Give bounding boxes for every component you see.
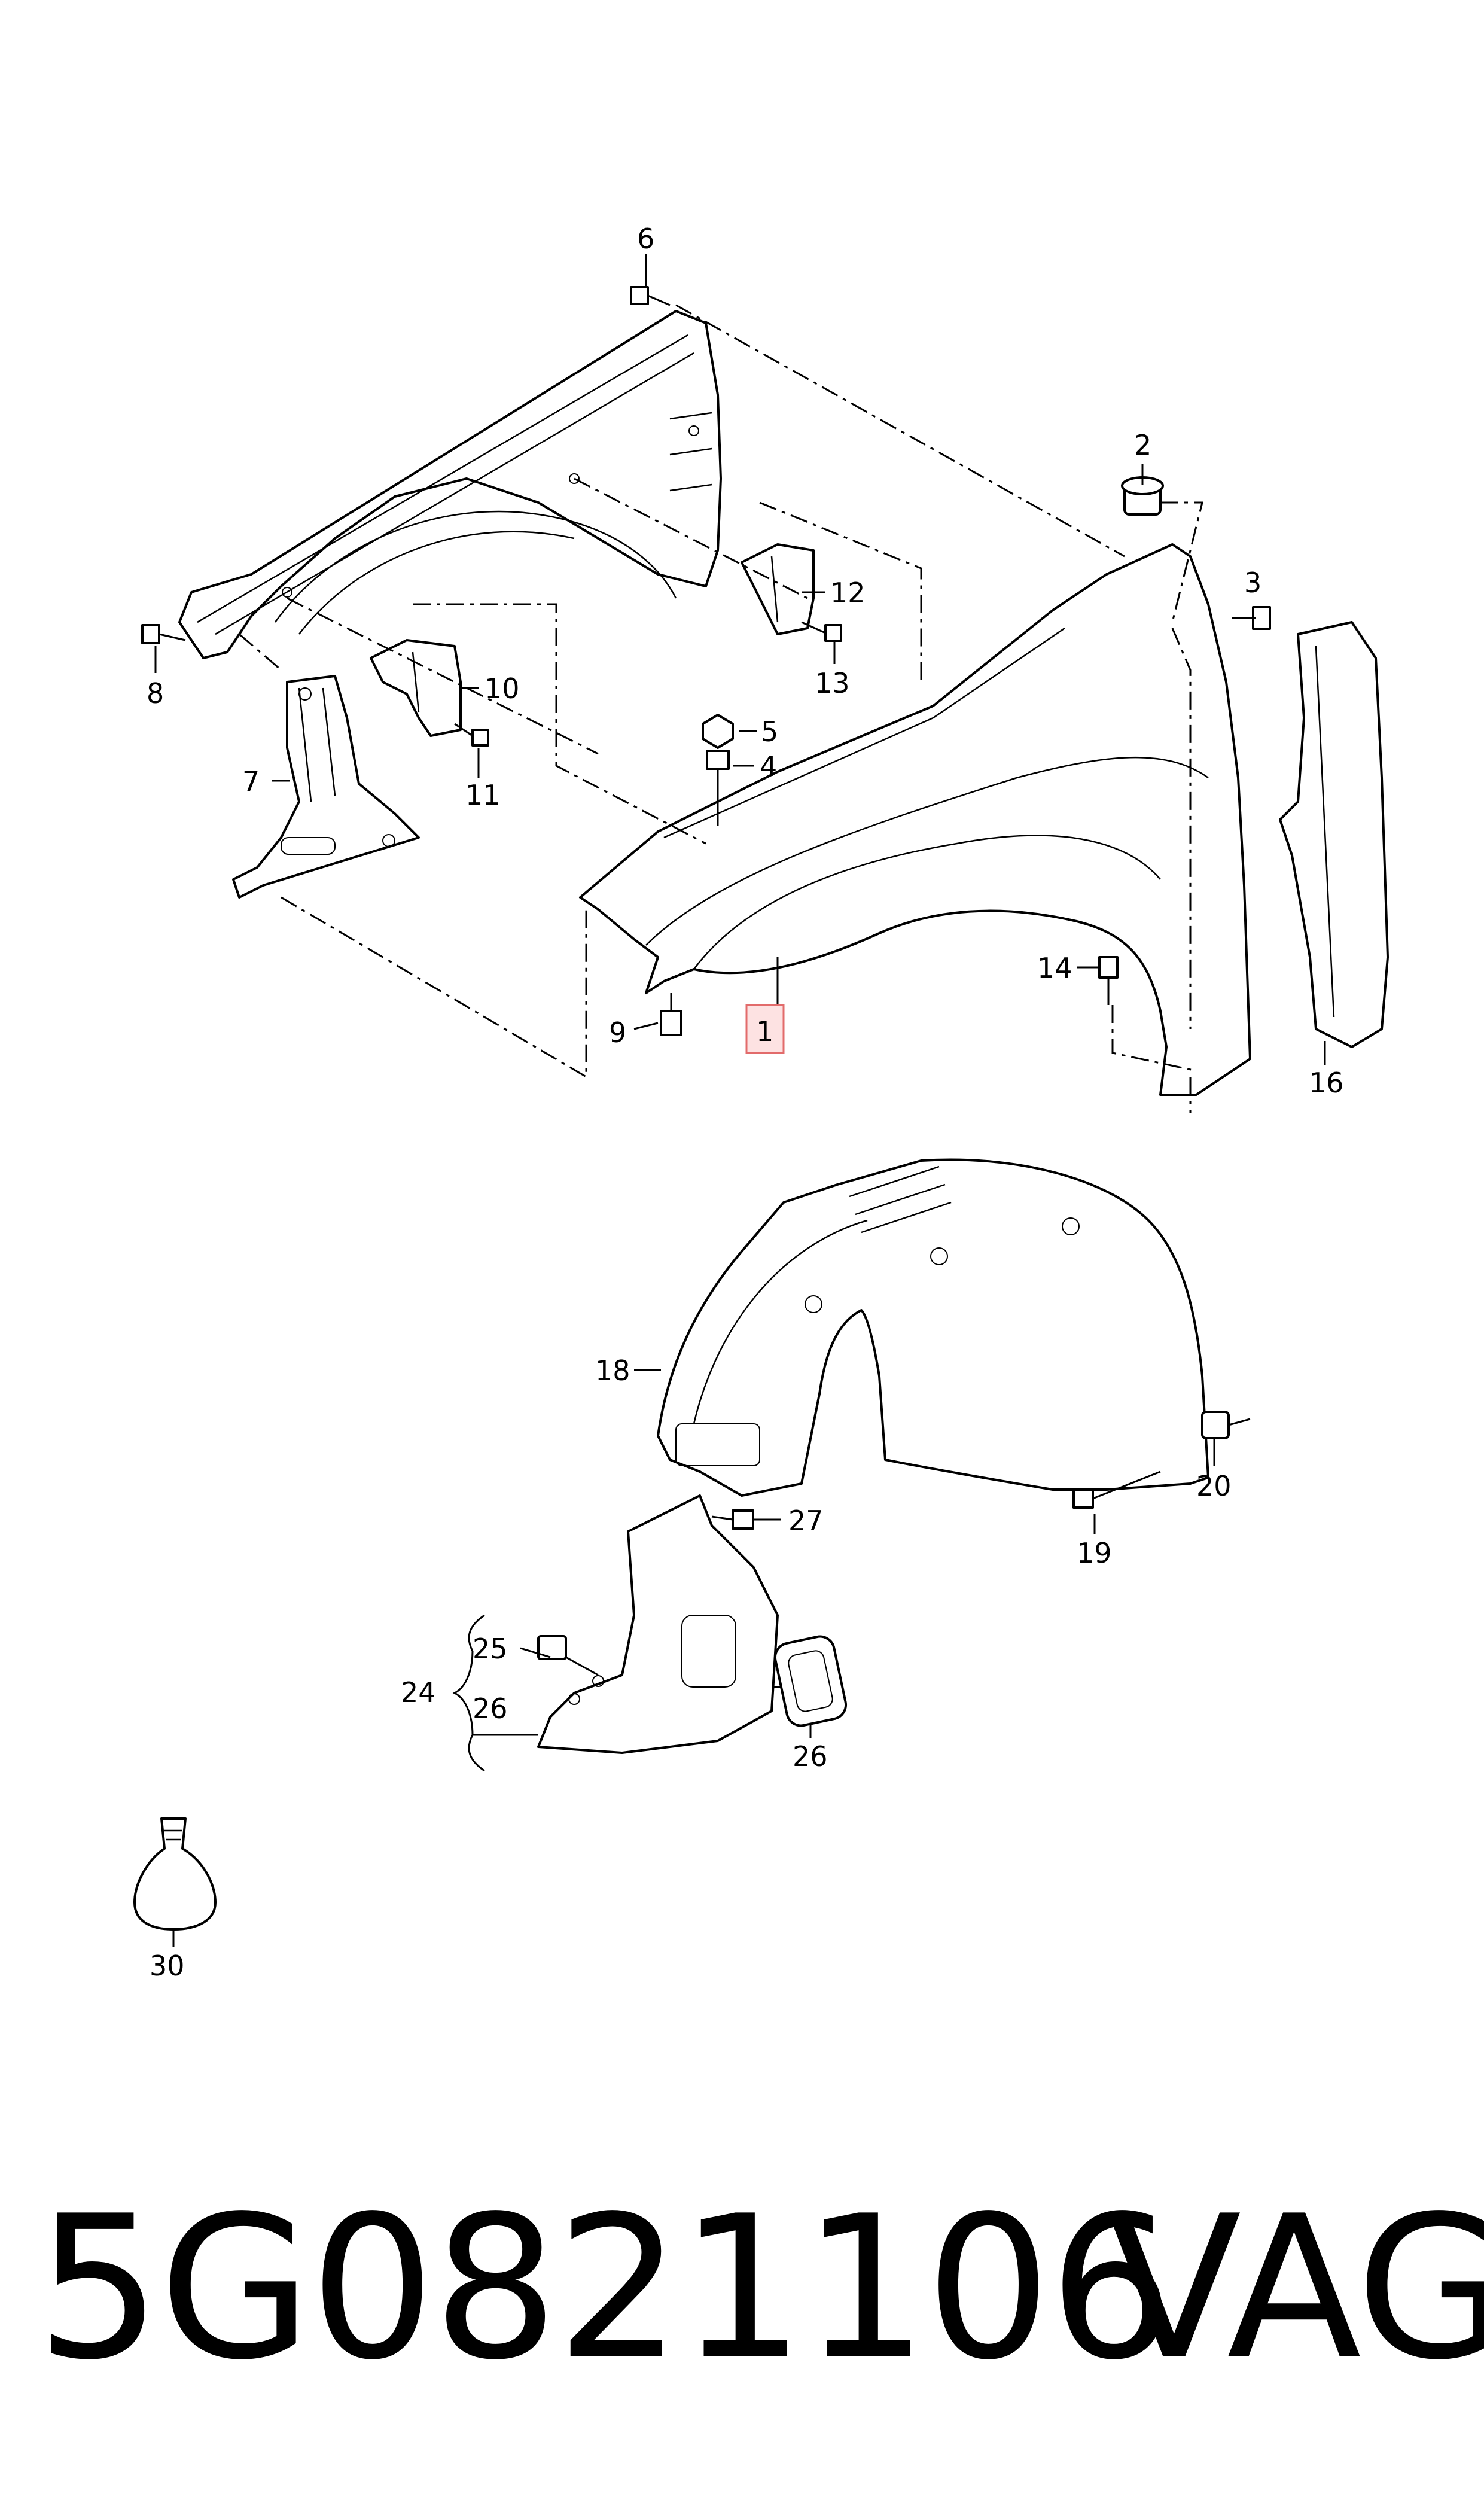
bolt-part-8 [141,624,186,644]
callout-1-highlight [745,1004,785,1054]
fender-part-1 [579,543,1251,1096]
bolt-part-14 [1098,956,1119,1005]
brand-name: VAG [1107,2173,1484,2403]
callout-18: 18 [595,1354,630,1387]
wheel-housing-liner-part-18 [657,1158,1209,1497]
callout-6: 6 [637,223,654,255]
callout-3: 3 [1244,567,1261,599]
bolt-part-9 [660,993,682,1036]
callout-11: 11 [465,779,501,811]
callout-2: 2 [1134,429,1151,461]
callout-4: 4 [760,750,777,783]
callout-19: 19 [1077,1537,1112,1569]
callout-26-lower: 26 [793,1740,828,1773]
callout-9: 9 [609,1016,626,1049]
callout-16: 16 [1309,1067,1344,1099]
callout-20: 20 [1196,1470,1232,1502]
cap-part-30 [133,1817,217,1931]
lower-liner-part-24 [537,1494,779,1754]
callout-27: 27 [788,1505,824,1537]
front-apron-structure [178,310,722,659]
leader-lines [154,254,1326,1947]
bracket-part-10 [370,639,462,737]
callout-1: 1 [756,1015,773,1048]
screw-part-27 [711,1509,754,1530]
screw-part-19 [1072,1470,1161,1509]
bolt-part-11 [454,723,489,747]
callout-24: 24 [401,1676,436,1709]
bolt-part-4 [706,750,730,826]
bracket-part-7 [232,675,420,899]
callout-13: 13 [815,667,850,699]
callout-12: 12 [830,577,866,609]
clip-part-25 [537,1635,567,1660]
nut-part-5 [702,714,734,749]
fasteners [141,286,1271,1660]
seal-grommet-part-26 [774,1635,847,1727]
callout-25: 25 [473,1633,508,1665]
bracket-part-12 [741,543,815,635]
callout-26-upper: 26 [473,1692,508,1725]
bolt-part-6 [630,286,671,306]
bolt-part-13 [801,621,842,642]
clip-part-20 [1201,1411,1251,1439]
callout-labels: 1 2 3 4 5 6 7 8 9 10 11 12 13 14 16 18 1… [147,223,1344,1982]
trim-panel-part-16 [1279,621,1389,1048]
callout-8: 8 [147,677,164,710]
callout-5: 5 [761,715,778,748]
part-number: 5G0821106 [36,2173,1174,2403]
callout-30: 30 [150,1950,185,1982]
callout-7: 7 [242,765,260,797]
assembly-lines [239,304,1203,1113]
callout-14: 14 [1037,952,1072,984]
callout-10: 10 [484,672,520,705]
